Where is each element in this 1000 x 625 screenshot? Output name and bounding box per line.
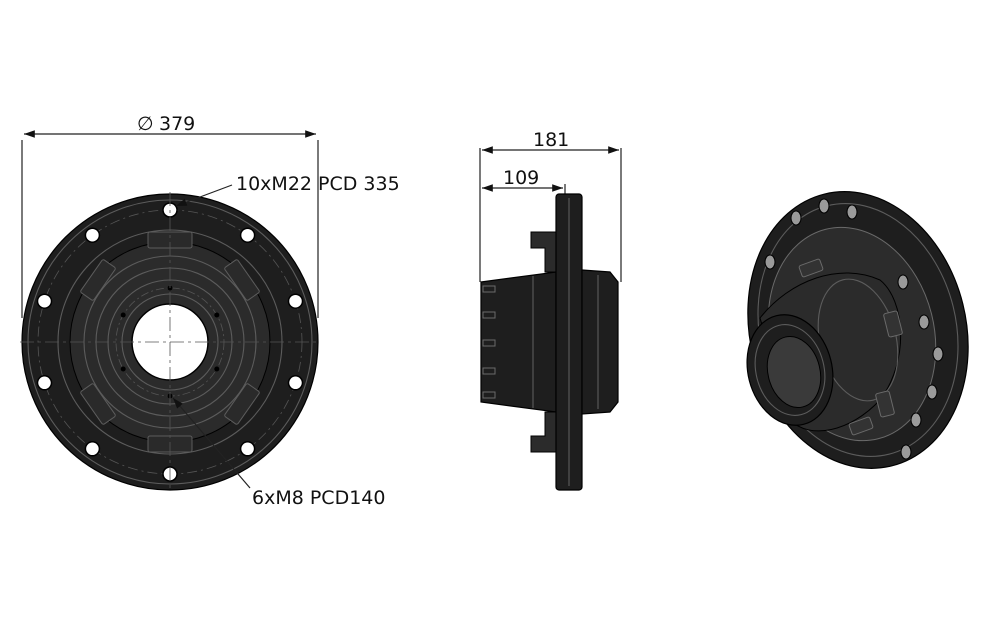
bolt-hole — [239, 227, 256, 243]
bolt-hole — [84, 227, 101, 243]
iso-ribs — [798, 258, 903, 436]
callout-leader-small — [172, 397, 251, 489]
rib-bottom — [530, 411, 557, 453]
diameter-symbol: ∅ — [137, 113, 154, 135]
bolt-hole — [84, 441, 101, 457]
iso-bore — [766, 336, 822, 408]
iso-spigot-edge — [754, 324, 826, 416]
iso-bolt-holes — [764, 198, 944, 460]
side-view: 181 109 — [479, 129, 622, 491]
front-view: ∅ 379 — [20, 113, 400, 509]
bolt-hole — [287, 293, 304, 309]
bolt-hole — [239, 441, 256, 457]
cone-notches — [482, 285, 496, 399]
bolt-hole — [36, 293, 53, 309]
callout-large-bolts: 10xM22 PCD 335 — [236, 173, 400, 195]
hub-cone — [480, 271, 557, 413]
total-width-value: 181 — [533, 129, 569, 151]
callout-small-bolts: 6xM8 PCD140 — [252, 487, 385, 509]
bolt-holes-large — [36, 202, 304, 482]
bolt-hole — [36, 375, 53, 391]
offset-value: 109 — [503, 167, 539, 189]
isometric-view — [746, 191, 969, 469]
diameter-value: 379 — [159, 113, 195, 135]
rear-spigot — [581, 269, 619, 415]
hub-ribs — [80, 231, 260, 453]
rib-top — [530, 231, 557, 273]
callout-leader-large — [175, 184, 233, 207]
bolt-hole — [287, 375, 304, 391]
